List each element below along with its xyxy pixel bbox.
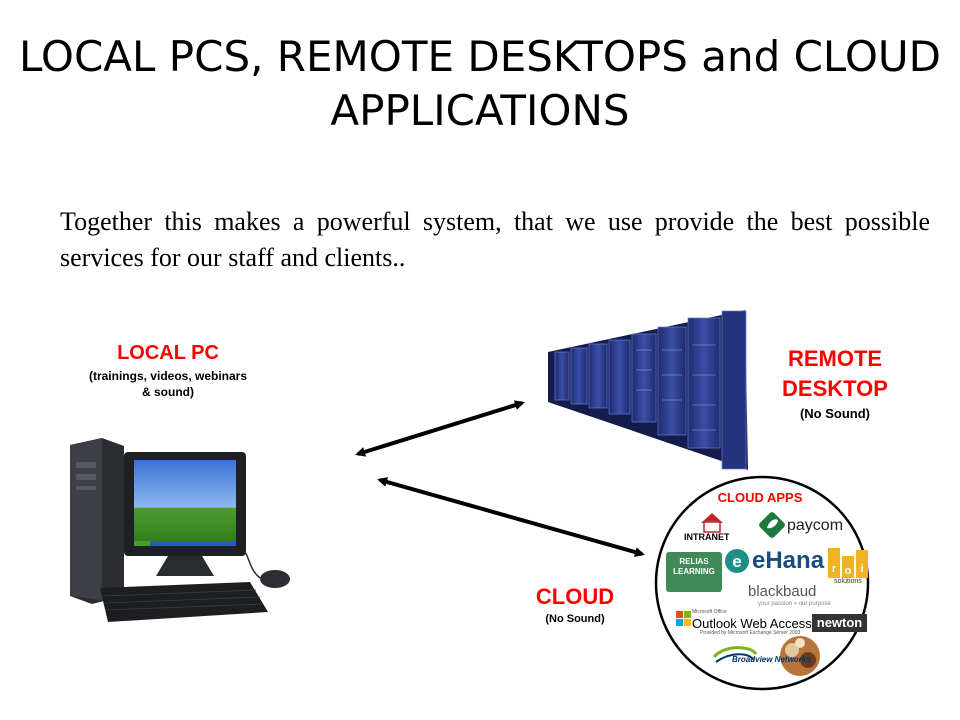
server-racks-image xyxy=(548,310,748,470)
cloud-label: CLOUD xyxy=(535,584,615,609)
desktop-computer-image xyxy=(70,438,290,622)
local-pc-label: LOCAL PC xyxy=(117,342,219,364)
outlook-logo-icon xyxy=(676,611,691,626)
blackbaud-tagline: your passion » our purpose xyxy=(758,601,831,607)
ehana-label: eHana xyxy=(752,547,825,574)
ehana-logo-icon: e xyxy=(725,549,749,573)
outlook-sublabel: Provided by Microsoft Exchange Server 20… xyxy=(700,630,801,636)
collage-photo-icon xyxy=(780,636,820,676)
outlook-label: Outlook Web Access xyxy=(692,616,812,631)
slide-title: LOCAL PCS, REMOTE DESKTOPS and CLOUD APP… xyxy=(19,32,941,135)
newton-label: newton xyxy=(812,614,867,632)
roi-logo-icon: r o i xyxy=(828,548,868,578)
cloud-sublabel: (No Sound) xyxy=(545,613,605,625)
blackbaud-label: blackbaud xyxy=(748,583,817,600)
outlook-brand-small: Microsoft Office xyxy=(692,609,727,615)
cloud-apps-circle: e r o i xyxy=(654,475,870,691)
paycom-label: paycom xyxy=(787,517,844,534)
intranet-label: INTRANET xyxy=(684,532,730,542)
cloud-apps-title: CLOUD APPS xyxy=(717,490,803,505)
svg-text:i: i xyxy=(860,563,863,575)
remote-desktop-label: REMOTE DESKTOP xyxy=(782,346,888,401)
broadview-label: Broadview Networks xyxy=(732,655,811,664)
arrow-local-remote xyxy=(355,400,525,457)
svg-text:e: e xyxy=(732,552,741,571)
svg-text:o: o xyxy=(845,565,852,577)
svg-text:r: r xyxy=(832,563,837,575)
relias-logo-icon xyxy=(666,552,722,592)
arrow-local-cloud xyxy=(377,477,645,557)
slide-subtitle: Together this makes a powerful system, t… xyxy=(60,207,930,272)
broadview-logo-icon xyxy=(712,646,758,663)
house-icon xyxy=(701,513,723,533)
local-pc-sublabel: (trainings, videos, webinars & sound) xyxy=(88,369,248,399)
remote-desktop-sublabel: (No Sound) xyxy=(799,406,871,421)
paycom-logo-icon xyxy=(759,512,785,538)
roi-label: solutions xyxy=(834,578,862,585)
relias-label: RELIAS LEARNING xyxy=(673,557,715,576)
